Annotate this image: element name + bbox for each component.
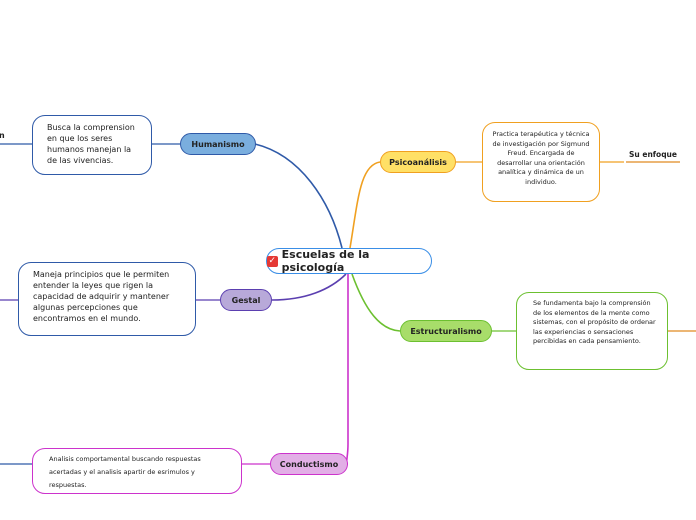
branch-conductismo[interactable]: Conductismo <box>270 453 348 475</box>
branch-gestal[interactable]: Gestal <box>220 289 272 311</box>
conductismo-description-text: Analisis comportamental buscando respues… <box>49 455 201 489</box>
branch-gestal-label: Gestal <box>231 295 261 305</box>
psicoanalisis-description-text: Practica terapéutica y técnica de invest… <box>492 130 590 186</box>
central-topic-label: Escuelas de la psicología <box>281 248 370 274</box>
psicoanalisis-subtopic-label[interactable]: Su enfoque <box>629 150 677 159</box>
branch-psicoanalisis-label: Psicoanálisis <box>389 157 447 167</box>
branch-conductismo-label: Conductismo <box>279 459 339 469</box>
checkbox-icon: ✓ <box>267 255 278 267</box>
central-topic[interactable]: ✓ Escuelas de la psicología <box>266 248 432 274</box>
estructuralismo-description-text: Se fundamenta bajo la comprensión de los… <box>533 299 656 345</box>
gestal-description[interactable]: Maneja principios que le permiten entend… <box>18 262 196 336</box>
humanismo-description-text: Busca la comprension en que los seres hu… <box>47 123 135 165</box>
humanismo-description[interactable]: Busca la comprension en que los seres hu… <box>32 115 152 175</box>
psicoanalisis-description[interactable]: Practica terapéutica y técnica de invest… <box>482 122 600 202</box>
conductismo-description[interactable]: Analisis comportamental buscando respues… <box>32 448 242 494</box>
branch-psicoanalisis[interactable]: Psicoanálisis <box>380 151 456 173</box>
branch-humanismo-label: Humanismo <box>191 139 245 149</box>
branch-estructuralismo-label: Estructuralismo <box>410 326 482 336</box>
estructuralismo-description[interactable]: Se fundamenta bajo la comprensión de los… <box>516 292 668 370</box>
gestal-description-text: Maneja principios que le permiten entend… <box>33 270 170 323</box>
offscreen-label-fragment: n <box>0 131 5 140</box>
branch-estructuralismo[interactable]: Estructuralismo <box>400 320 492 342</box>
branch-humanismo[interactable]: Humanismo <box>180 133 256 155</box>
